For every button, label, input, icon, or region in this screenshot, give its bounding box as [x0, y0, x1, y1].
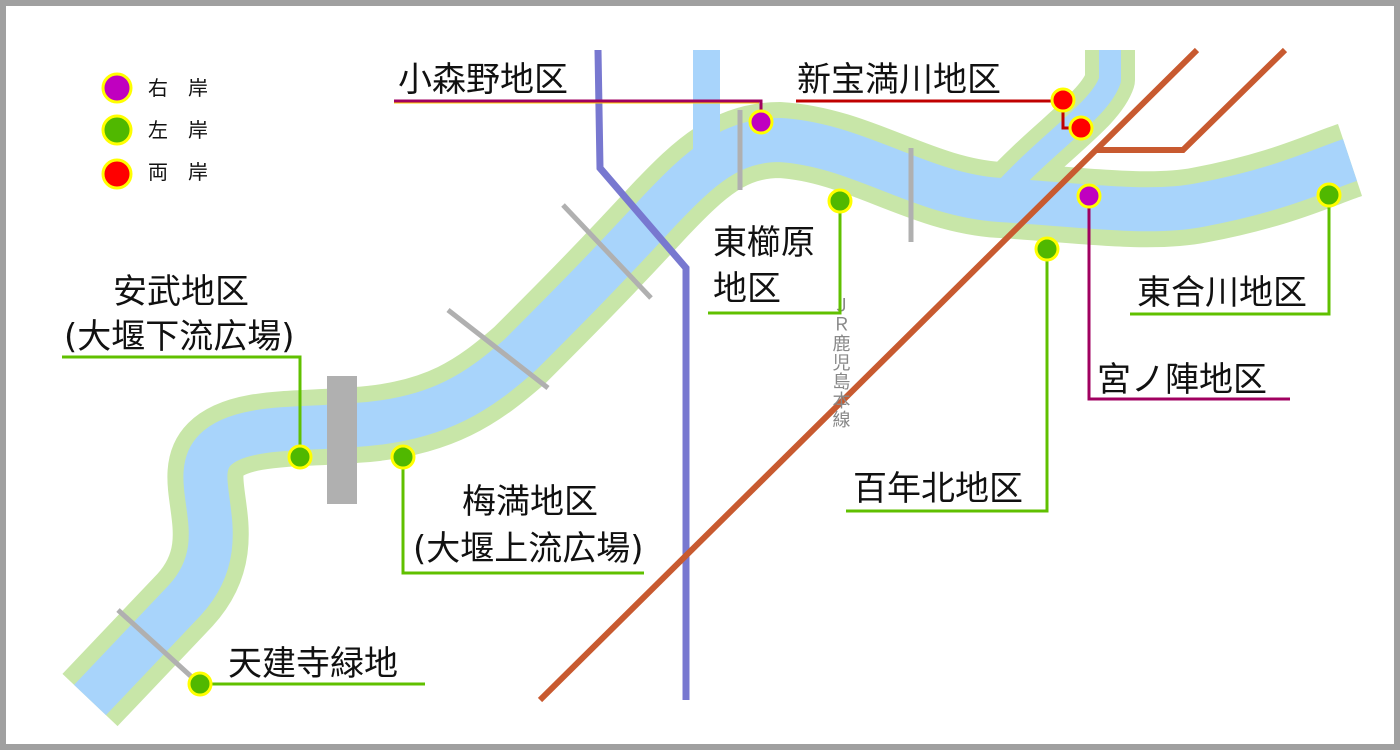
railway-blue [594, 49, 690, 700]
river-system [62, 50, 1363, 727]
legend: 右 岸 左 岸 両 岸 [101, 72, 208, 190]
label-tenkenji[interactable]: 天建寺緑地 [228, 644, 398, 684]
marker-shinhoman-2[interactable] [1068, 115, 1094, 141]
bridge [561, 203, 653, 300]
label-higashikushiwara-line2[interactable]: 地区 [713, 269, 781, 309]
marker-higashiaikawa[interactable] [1316, 182, 1342, 208]
marker-umemitsu[interactable] [390, 444, 416, 470]
marker-higashikushiwara[interactable] [827, 188, 853, 214]
marker-miyanojin[interactable] [1076, 183, 1102, 209]
marker-hyakunenkita[interactable] [1034, 236, 1060, 262]
legend-label-left: 左 岸 [148, 118, 208, 142]
leader-higashikushiwara [708, 201, 842, 315]
label-higashikushiwara-line1[interactable]: 東櫛原 [713, 223, 815, 263]
leader-hyakunenkita [846, 249, 1049, 513]
label-yasutake-line2[interactable]: (大堰下流広場) [64, 317, 295, 357]
marker-yasutake[interactable] [287, 444, 313, 470]
marker-shinhoman-1[interactable] [1050, 87, 1076, 113]
label-miyanojin[interactable]: 宮ノ陣地区 [1097, 360, 1267, 400]
legend-marker-right [101, 72, 133, 104]
site-labels: 小森野地区 新宝満川地区 東櫛原 地区 安武地区 (大堰下流広場) 梅満地区 (… [64, 60, 1307, 684]
railways [537, 47, 1288, 703]
label-shinhoman[interactable]: 新宝満川地区 [797, 60, 1001, 100]
label-umemitsu-line2[interactable]: (大堰上流広場) [413, 529, 644, 569]
weir [327, 376, 357, 504]
bridge [446, 308, 550, 390]
leader-umemitsu [401, 457, 644, 575]
railway-orange-main [537, 47, 1200, 703]
legend-label-right: 右 岸 [148, 76, 208, 100]
railway-orange-branch [1096, 47, 1288, 153]
railway-label: ＪＲ鹿児島本線 [830, 296, 851, 429]
bridges [116, 110, 914, 682]
leader-yasutake [62, 355, 302, 456]
leader-miyanojin [1087, 196, 1290, 401]
main-river [74, 118, 1358, 716]
label-higashiaikawa[interactable]: 東合川地区 [1137, 273, 1307, 313]
site-markers [187, 87, 1342, 697]
marker-tenkenji[interactable] [187, 671, 213, 697]
legend-marker-both [101, 158, 133, 190]
label-yasutake-line1[interactable]: 安武地区 [113, 272, 249, 312]
legend-marker-left [101, 114, 133, 146]
bridge [116, 608, 197, 682]
marker-komorino[interactable] [748, 109, 774, 135]
label-komorino[interactable]: 小森野地区 [398, 60, 568, 100]
leader-higashiaikawa [1130, 195, 1331, 316]
label-hyakunenkita[interactable]: 百年北地区 [853, 469, 1023, 509]
label-umemitsu-line1[interactable]: 梅満地区 [462, 482, 598, 522]
legend-label-both: 両 岸 [148, 160, 208, 184]
canal [693, 50, 720, 170]
